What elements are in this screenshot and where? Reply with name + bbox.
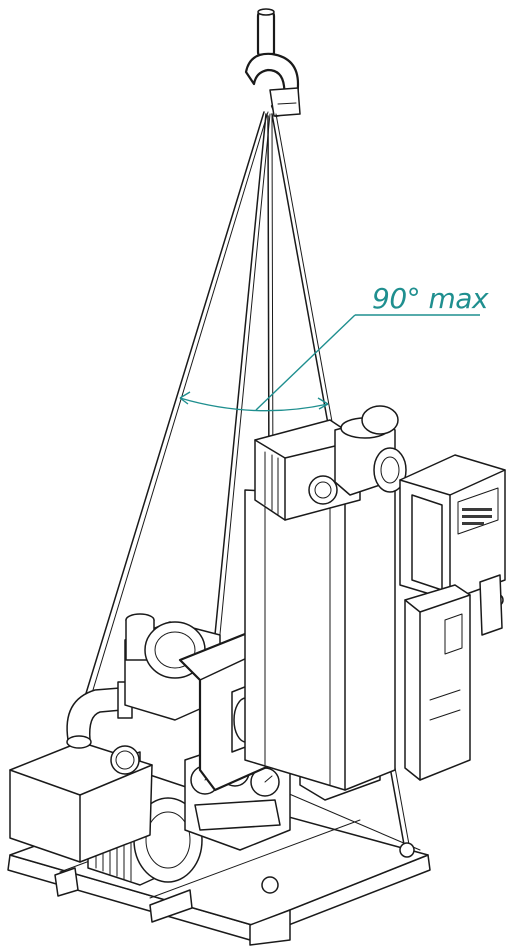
gear-motor bbox=[254, 419, 361, 521]
suction-elbow bbox=[66, 681, 133, 749]
angle-annotation: 90° max bbox=[179, 282, 489, 412]
pump-housing bbox=[124, 613, 221, 721]
angle-leader-line bbox=[255, 314, 356, 411]
angle-label: 90° max bbox=[372, 282, 489, 315]
angle-arrow-left bbox=[179, 391, 191, 405]
angle-arrow-right bbox=[317, 397, 329, 410]
angle-arc bbox=[179, 397, 329, 412]
upright-frame bbox=[244, 479, 396, 791]
crane-hook bbox=[244, 8, 301, 118]
handwheel-valve bbox=[334, 405, 407, 496]
control-cabinet bbox=[399, 454, 506, 636]
electrical-tower bbox=[404, 584, 471, 781]
